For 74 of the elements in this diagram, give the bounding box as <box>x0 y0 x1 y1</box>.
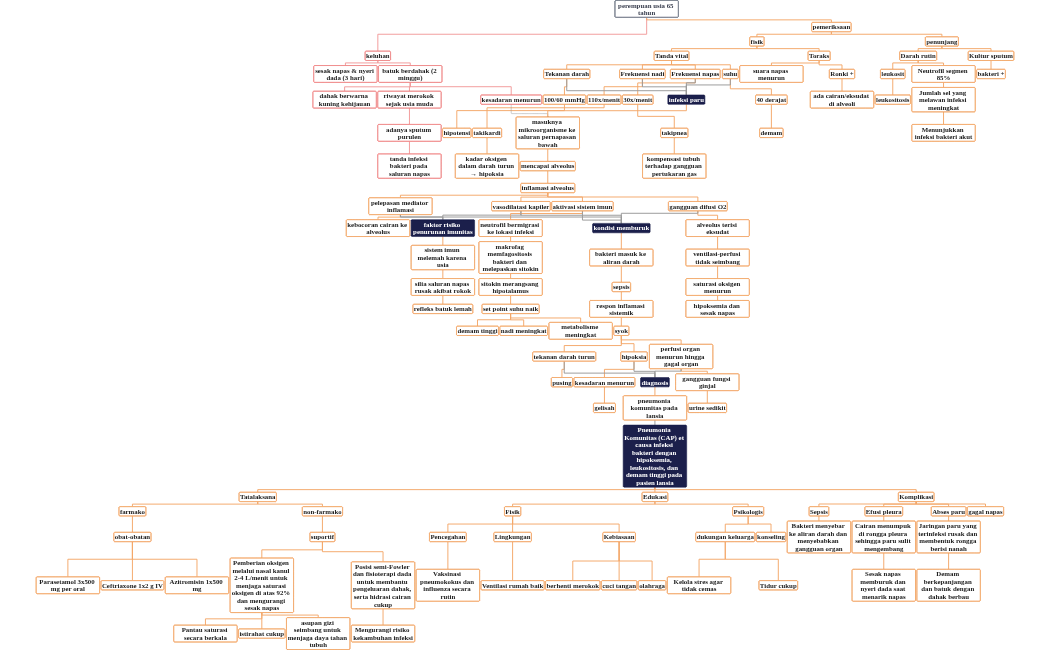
connector <box>581 210 622 224</box>
connector <box>321 541 384 563</box>
connector <box>892 60 919 70</box>
connector <box>442 236 444 246</box>
connector <box>915 501 986 508</box>
connector <box>706 390 708 404</box>
connector <box>654 386 656 397</box>
connector <box>620 265 622 283</box>
connector <box>447 541 449 570</box>
connector <box>717 265 719 280</box>
connector <box>547 103 687 118</box>
connector <box>377 214 401 221</box>
connector <box>442 294 444 305</box>
connector <box>770 103 772 129</box>
connector <box>724 541 779 582</box>
connector <box>566 78 687 96</box>
connector <box>685 78 731 96</box>
connector <box>770 60 820 66</box>
connector <box>512 541 514 582</box>
connector <box>547 148 549 162</box>
connector <box>620 232 622 250</box>
connector <box>654 501 749 508</box>
connector <box>442 269 444 280</box>
connector <box>321 515 323 533</box>
connector <box>747 515 772 533</box>
connector <box>948 552 950 570</box>
connector <box>486 137 488 155</box>
connector <box>520 210 622 224</box>
connector <box>618 541 653 582</box>
connector <box>673 137 675 155</box>
connector <box>756 45 820 52</box>
connector <box>818 515 820 522</box>
connector <box>261 612 319 619</box>
connector <box>883 552 885 570</box>
connector <box>547 170 549 184</box>
connector <box>510 210 583 221</box>
connector <box>841 78 843 92</box>
connector <box>943 111 944 125</box>
connector <box>131 515 133 533</box>
connector <box>654 368 682 378</box>
connector <box>818 501 917 508</box>
connector <box>680 368 708 375</box>
connector <box>131 541 198 578</box>
connector <box>917 60 944 66</box>
connector <box>603 386 605 404</box>
connector <box>941 45 992 52</box>
connector <box>671 45 758 52</box>
connector <box>620 210 699 224</box>
connector <box>637 103 675 129</box>
connector <box>382 608 384 626</box>
connector <box>637 78 696 96</box>
connector <box>399 192 549 199</box>
connector <box>377 60 411 66</box>
connector <box>818 60 843 70</box>
connector <box>646 16 832 23</box>
connector <box>408 107 410 125</box>
connector <box>620 291 622 301</box>
connector <box>892 78 894 96</box>
connector <box>717 236 719 250</box>
connector <box>830 31 943 38</box>
connector <box>510 313 582 323</box>
connector <box>408 140 410 155</box>
connector <box>883 501 917 508</box>
connector <box>547 192 699 202</box>
connector <box>510 294 512 305</box>
connector <box>756 31 832 38</box>
connector <box>620 335 682 345</box>
connector <box>917 45 943 52</box>
connector <box>512 501 656 508</box>
connector <box>990 60 992 70</box>
connector <box>344 60 379 66</box>
connector <box>654 419 656 426</box>
connector <box>257 501 323 508</box>
connector <box>131 501 259 508</box>
